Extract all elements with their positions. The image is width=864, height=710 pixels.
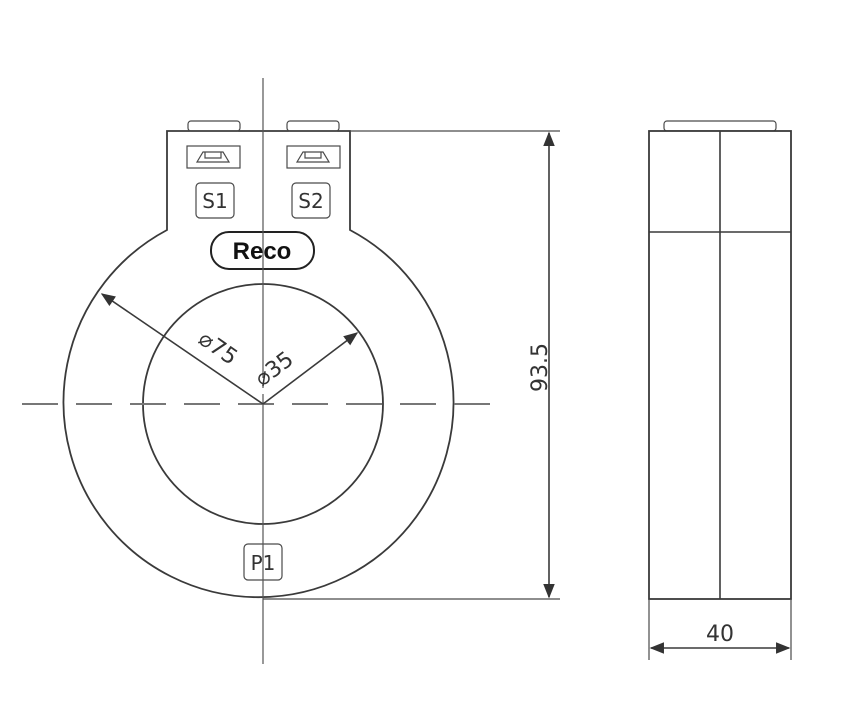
- terminal-clamp-s1: [186, 145, 241, 169]
- inner-diameter-leader: [262, 332, 359, 405]
- outer-diameter-leader: [100, 293, 264, 405]
- terminal-label-s1-text: S1: [202, 189, 227, 213]
- terminal-clamp-s2: [286, 145, 341, 169]
- width-dimension: 40: [648, 599, 792, 660]
- terminal-cap-s2: [286, 120, 340, 132]
- side-terminal-cap: [663, 120, 777, 132]
- brand-text: Reco: [233, 238, 292, 265]
- terminal-cap-s1: [187, 120, 241, 132]
- front-view: S1 S2 Reco P1 ⌀75 ⌀35: [22, 78, 500, 664]
- width-dimension-label: 40: [706, 622, 734, 647]
- terminal-label-s2: S2: [291, 182, 331, 219]
- height-dimension-label: 93.5: [528, 343, 553, 392]
- height-dimension: 93.5: [263, 130, 560, 600]
- terminal-label-s1: S1: [195, 182, 235, 219]
- terminal-label-s2-text: S2: [298, 189, 323, 213]
- side-view: [648, 120, 792, 600]
